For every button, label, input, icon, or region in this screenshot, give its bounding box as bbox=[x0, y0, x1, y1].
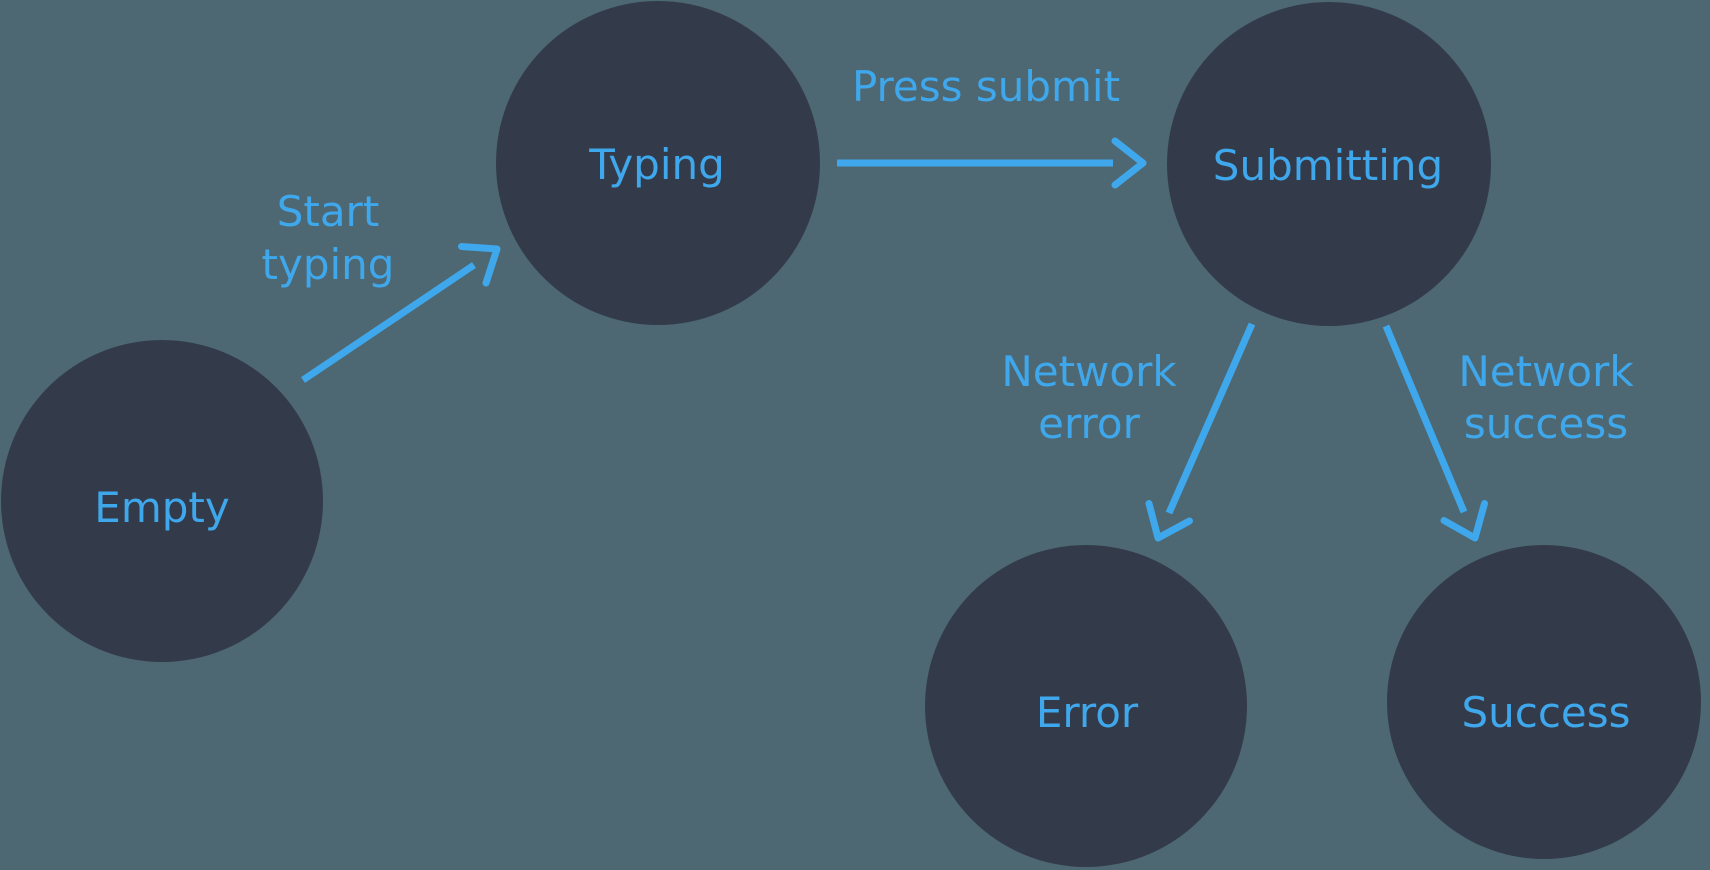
state-circle-typing bbox=[496, 1, 820, 325]
transition-network-success: Network success bbox=[1382, 324, 1634, 542]
state-label-submitting: Submitting bbox=[1213, 141, 1443, 190]
transition-start-typing-shaft bbox=[301, 262, 476, 383]
transition-network-error-shaft bbox=[1165, 322, 1256, 515]
state-label-typing: Typing bbox=[588, 140, 725, 189]
state-node-submitting: Submitting bbox=[1167, 2, 1491, 326]
state-node-success: Success bbox=[1387, 545, 1701, 859]
transition-start-typing-arrowhead-icon bbox=[458, 243, 501, 287]
transition-label-network-error-line1: Network bbox=[1001, 347, 1177, 396]
transition-press-submit-arrowhead-icon bbox=[1111, 137, 1147, 189]
transition-start-typing: Start typing bbox=[262, 187, 501, 383]
transition-label-start-typing-line2: typing bbox=[262, 240, 395, 289]
transition-network-success-arrowhead-icon bbox=[1440, 500, 1488, 542]
transition-label-network-error-line2: error bbox=[1038, 399, 1140, 448]
state-circle-empty bbox=[1, 340, 323, 662]
transition-network-error-arrowhead-icon bbox=[1145, 500, 1193, 542]
state-node-typing: Typing bbox=[496, 1, 820, 325]
transition-label-press-submit: Press submit bbox=[852, 62, 1120, 111]
transition-network-success-shaft bbox=[1382, 324, 1468, 514]
state-circle-success bbox=[1387, 545, 1701, 859]
state-label-success: Success bbox=[1461, 688, 1630, 737]
state-circle-error bbox=[925, 545, 1247, 867]
transition-label-network-success-line1: Network bbox=[1458, 347, 1634, 396]
transition-press-submit: Press submit bbox=[837, 62, 1147, 189]
state-label-error: Error bbox=[1036, 688, 1139, 737]
transition-network-error: Network error bbox=[1001, 322, 1256, 542]
transition-label-network-success-line2: success bbox=[1464, 399, 1628, 448]
state-node-error: Error bbox=[925, 545, 1247, 867]
state-node-empty: Empty bbox=[1, 340, 323, 662]
state-label-empty: Empty bbox=[94, 483, 229, 532]
transition-label-start-typing-line1: Start bbox=[277, 187, 380, 236]
state-circle-submitting bbox=[1167, 2, 1491, 326]
